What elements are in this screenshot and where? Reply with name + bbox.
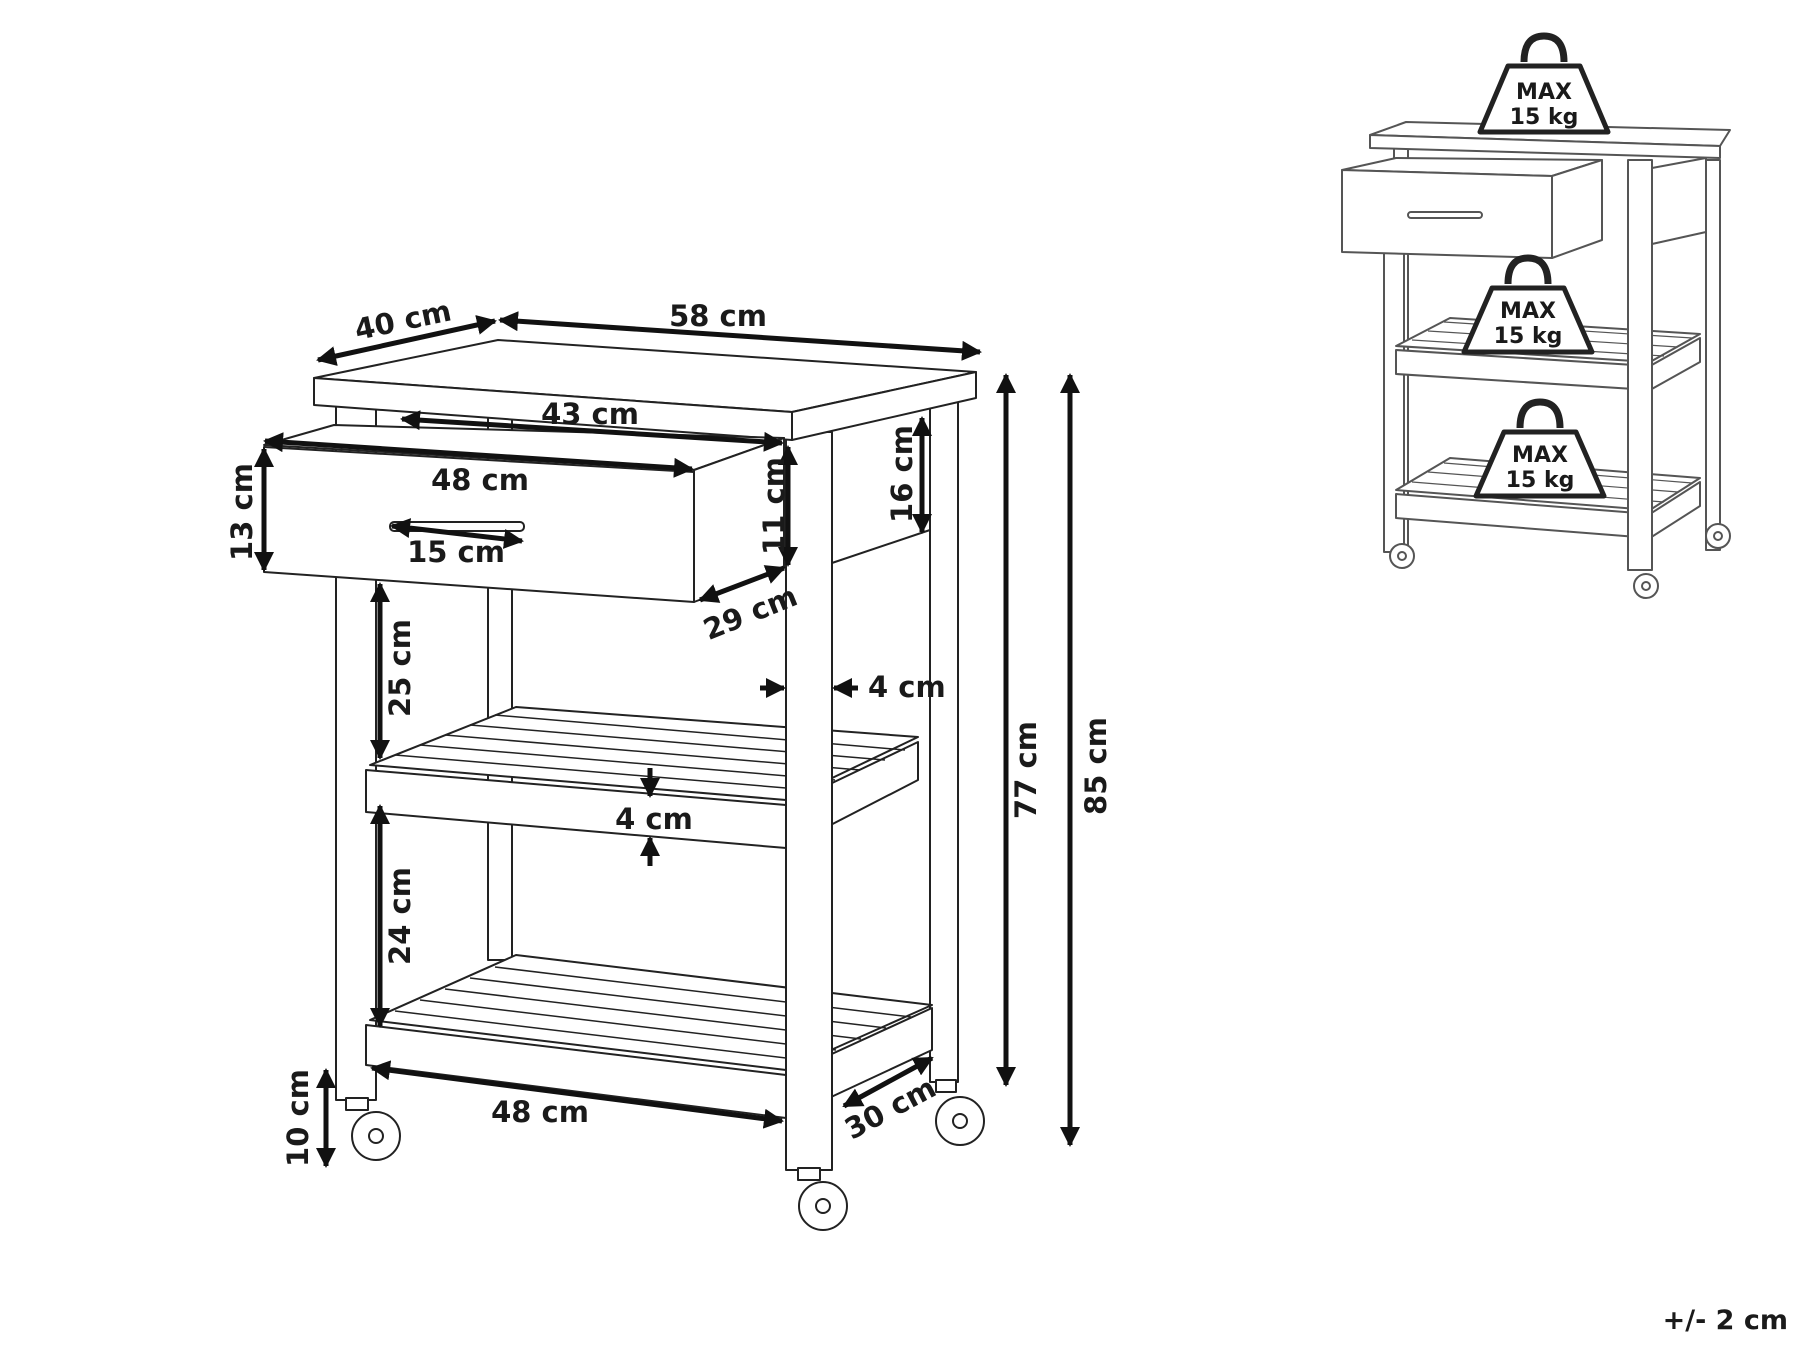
drawer — [263, 424, 785, 603]
load-capacity-drawing — [1341, 121, 1731, 599]
label-handle-width: 15 cm — [407, 535, 505, 569]
weight-icon-top: MAX 15 kg — [1477, 32, 1611, 135]
weight-icon-middle: MAX 15 kg — [1461, 254, 1595, 355]
label-shelf-width: 48 cm — [491, 1095, 589, 1129]
weight-icon-bottom: MAX 15 kg — [1473, 398, 1607, 499]
caster-back-right — [935, 1079, 985, 1146]
weight-bottom-line1: MAX — [1512, 443, 1568, 468]
arrow-top-width — [498, 311, 982, 361]
caster-front-left — [345, 1097, 401, 1161]
arrow-handle-width — [390, 518, 524, 549]
mini-front-leg-right — [1627, 159, 1653, 571]
label-drawer-front-width: 48 cm — [431, 463, 529, 497]
front-leg-right — [785, 431, 833, 1171]
dimension-arrows — [254, 311, 1080, 1168]
arrow-top-depth — [316, 315, 497, 366]
kitchen-cart-drawing — [263, 339, 985, 1231]
label-top-width: 58 cm — [669, 299, 767, 333]
label-drawer-inner-height: 11 cm — [757, 457, 791, 555]
label-leg-thickness: 4 cm — [868, 670, 946, 704]
weight-top-line2: 15 kg — [1510, 105, 1579, 130]
weight-bottom-line2: 15 kg — [1506, 468, 1575, 493]
label-body-height: 77 cm — [1009, 721, 1043, 819]
arrow-shelf-depth — [842, 1055, 934, 1109]
label-drawer-inner-width: 43 cm — [541, 397, 639, 431]
back-leg-right — [929, 391, 959, 1083]
arrow-shelf-width — [370, 1060, 784, 1129]
label-gap-lower: 24 cm — [383, 867, 417, 965]
weight-middle-line2: 15 kg — [1494, 324, 1563, 349]
label-total-height: 85 cm — [1079, 717, 1113, 815]
caster-front-right — [797, 1167, 848, 1231]
label-drawer-front-height: 13 cm — [225, 463, 259, 561]
arrow-drawer-front-width — [263, 432, 694, 478]
label-frame-height: 16 cm — [885, 425, 919, 523]
arrow-drawer-inner-width — [400, 410, 784, 452]
dimension-labels: 40 cm 58 cm 43 cm 48 cm 13 cm 15 cm 11 c… — [225, 293, 1113, 1167]
thickness-arrows — [640, 678, 858, 866]
label-shelf-thickness: 4 cm — [615, 802, 693, 836]
lower-shelf — [365, 954, 933, 1119]
label-gap-upper: 25 cm — [383, 619, 417, 717]
arrow-drawer-depth — [698, 565, 786, 603]
tolerance-note: +/- 2 cm — [1662, 1305, 1788, 1336]
weight-top-line1: MAX — [1516, 80, 1572, 105]
weight-middle-line1: MAX — [1500, 299, 1556, 324]
label-wheel-height: 10 cm — [281, 1069, 315, 1167]
